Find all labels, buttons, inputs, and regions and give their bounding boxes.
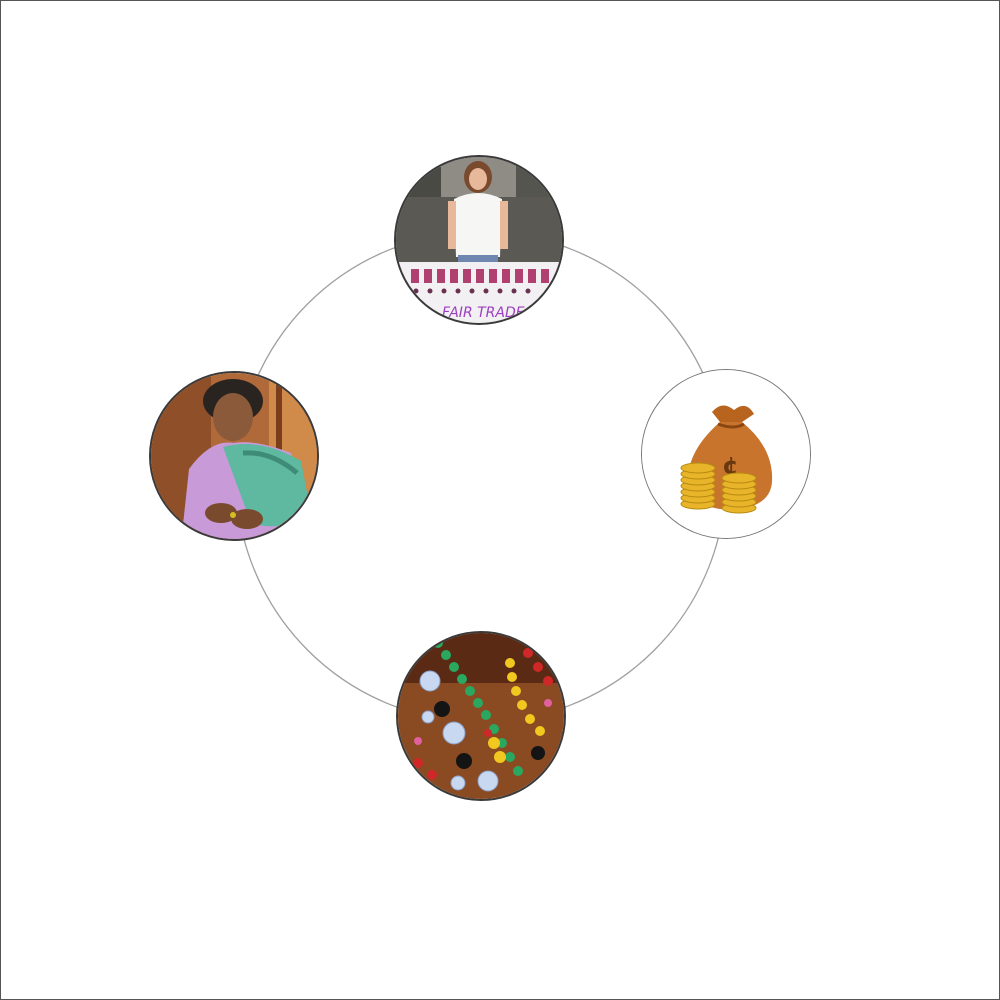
beaded-jewelry-photo	[396, 631, 566, 801]
fair-trade-seller-photo: FAIR TRADE	[394, 155, 564, 325]
artisan-woman-photo	[149, 371, 319, 541]
fair-trade-sign: FAIR TRADE	[442, 305, 525, 321]
money-bag-icon: ¢	[641, 369, 811, 539]
